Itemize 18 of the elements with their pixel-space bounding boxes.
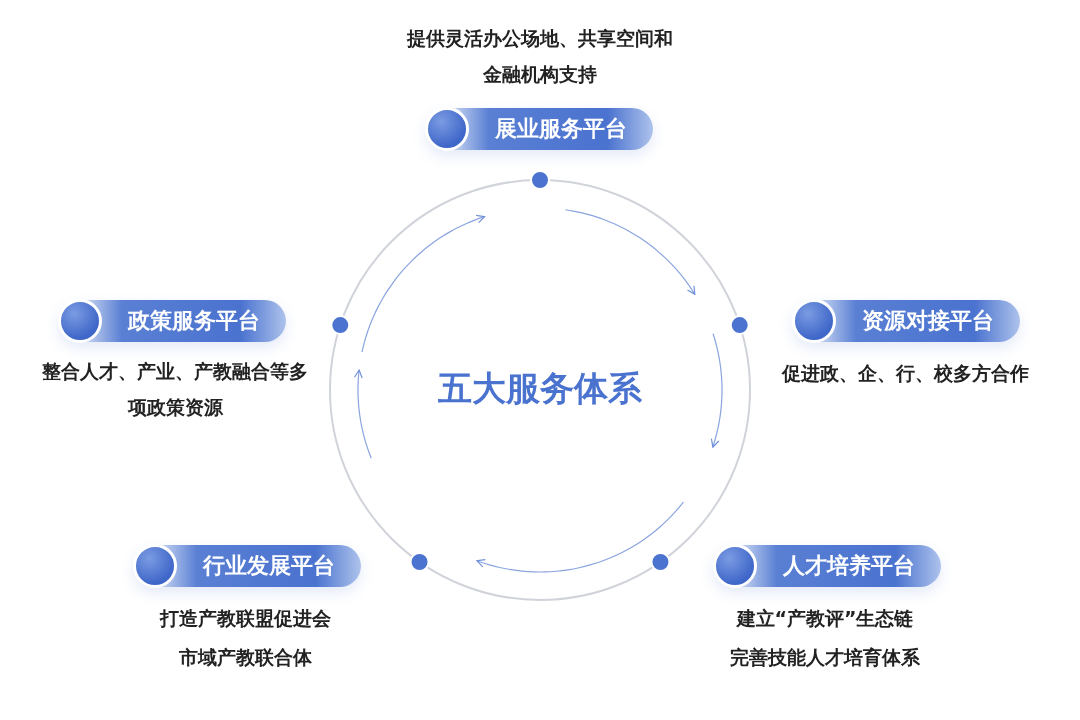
platform-description: 建立“产教评”生态链	[735, 606, 915, 631]
platform-description: 促进政、企、行、校多方合作	[780, 361, 1030, 386]
platform-description: 提供灵活办公场地、共享空间和金融机构支持	[405, 26, 674, 87]
platform-description: 市域产教联合体	[177, 645, 313, 670]
platform-title: 行业发展平台	[201, 552, 336, 580]
platform-pill	[425, 108, 653, 150]
platform-title: 展业服务平台	[494, 115, 628, 143]
platform-description: 完善技能人才培育体系	[729, 645, 921, 670]
platform-description: 打造产教联盟促进会	[158, 606, 332, 631]
center-title: 五大服务体系	[380, 366, 700, 412]
platform-title: 资源对接平台	[861, 307, 995, 335]
platform-description: 整合人才、产业、产教融合等多项政策资源	[41, 359, 309, 420]
platform-pill	[792, 300, 1020, 342]
platform-pill	[58, 300, 286, 342]
platform-title: 政策服务平台	[126, 307, 261, 335]
platform-pill	[713, 545, 941, 587]
platform-title: 人才培养平台	[782, 552, 916, 580]
platform-pill	[133, 545, 361, 587]
